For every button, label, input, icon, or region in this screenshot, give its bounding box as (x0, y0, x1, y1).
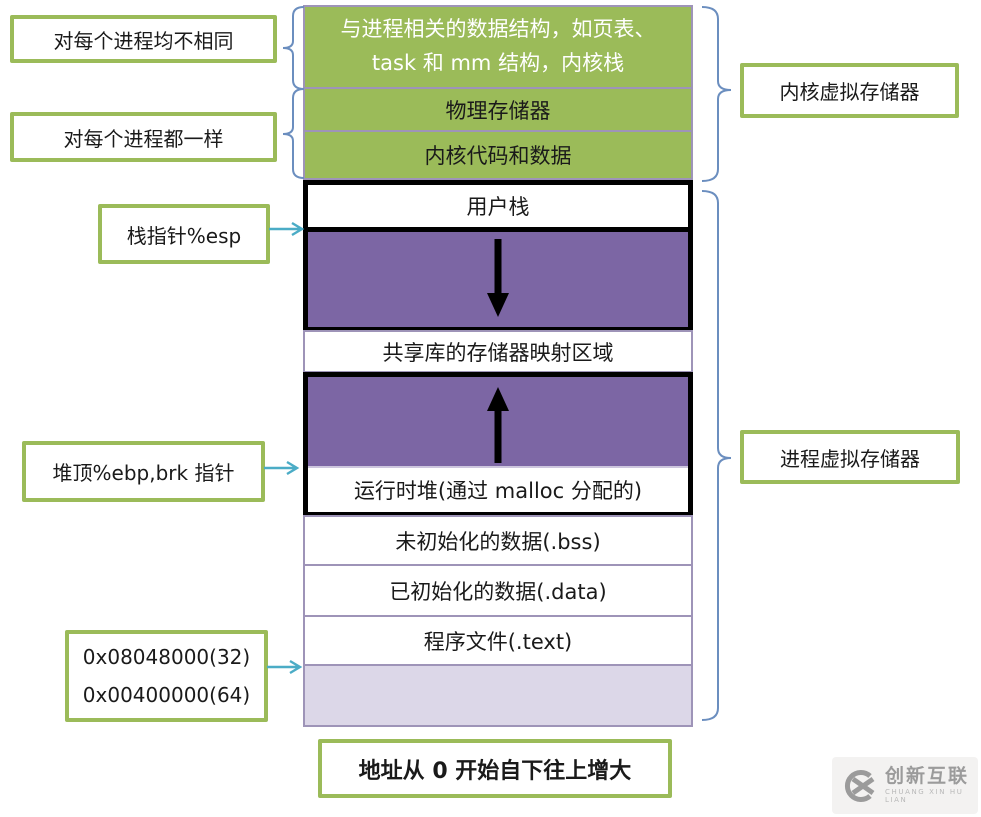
watermark-logo: 创新互联 CHUANG XIN HU LIAN (832, 757, 978, 814)
logo-subtitle: CHUANG XIN HU LIAN (885, 788, 964, 804)
box-data-segment: 已初始化的数据(.data) (303, 564, 693, 617)
heap-top-text: 堆顶%ebp,brk 指针 (52, 461, 235, 485)
text-segment-label: 程序文件(.text) (423, 629, 573, 654)
text-addr-32: 0x08048000(32) (82, 645, 251, 669)
box-shared-lib: 共享库的存储器映射区域 (303, 330, 693, 373)
bss-label: 未初始化的数据(.bss) (395, 529, 601, 554)
label-heap-top-brk: 堆顶%ebp,brk 指针 (22, 441, 265, 502)
kernel-data-line1: 与进程相关的数据结构，如页表、 (340, 17, 656, 42)
label-process-virtual-memory: 进程虚拟存储器 (740, 430, 960, 484)
physical-memory-label: 物理存储器 (445, 98, 551, 123)
label-per-process-different: 对每个进程均不相同 (10, 15, 277, 63)
box-runtime-heap: 运行时堆(通过 malloc 分配的) (303, 372, 693, 517)
data-segment-label: 已初始化的数据(.data) (389, 579, 607, 604)
heap-growth-area (308, 377, 688, 466)
box-kernel-data-structures: 与进程相关的数据结构，如页表、 task 和 mm 结构，内核栈 (303, 5, 693, 89)
label-text-start-address: 0x08048000(32) 0x00400000(64) (65, 630, 268, 722)
user-stack-label: 用户栈 (466, 195, 530, 219)
per-process-diff-text: 对每个进程均不相同 (53, 28, 234, 53)
brk-pointer-arrow-icon (264, 460, 300, 476)
kernel-vm-text: 内核虚拟存储器 (779, 80, 920, 104)
text-start-arrow-icon (267, 659, 303, 675)
esp-pointer-arrow-icon (269, 221, 305, 237)
process-vm-text: 进程虚拟存储器 (780, 446, 920, 471)
label-per-process-same: 对每个进程都一样 (10, 112, 277, 162)
right-brace-process-vm-icon (701, 190, 732, 721)
up-arrow-icon (485, 377, 511, 463)
stack-pointer-text: 栈指针%esp (126, 223, 242, 248)
down-arrow-icon (485, 238, 511, 321)
left-brace-kernel-shared-icon (282, 88, 305, 179)
box-reserved-low (303, 664, 693, 727)
runtime-heap-label-row: 运行时堆(通过 malloc 分配的) (308, 466, 688, 512)
label-kernel-virtual-memory: 内核虚拟存储器 (740, 63, 959, 118)
bottom-note-address-direction: 地址从 0 开始自下往上增大 (318, 739, 672, 798)
text-addr-64: 0x00400000(64) (82, 683, 251, 707)
box-kernel-code: 内核代码和数据 (303, 130, 693, 180)
left-brace-kernel-data-icon (282, 6, 305, 90)
kernel-data-line2: task 和 mm 结构，内核栈 (371, 51, 625, 75)
box-user-stack: 用户栈 (303, 180, 693, 232)
shared-lib-label: 共享库的存储器映射区域 (382, 340, 614, 365)
label-stack-pointer-esp: 栈指针%esp (98, 204, 270, 264)
box-text-segment: 程序文件(.text) (303, 615, 693, 666)
box-bss: 未初始化的数据(.bss) (303, 515, 693, 566)
box-physical-memory: 物理存储器 (303, 87, 693, 132)
logo-text: 创新互联 CHUANG XIN HU LIAN (885, 766, 978, 804)
per-process-same-text: 对每个进程都一样 (63, 126, 224, 151)
bottom-note-text: 地址从 0 开始自下往上增大 (358, 758, 632, 784)
logo-cx-circle-icon (842, 768, 878, 804)
box-stack-growth (303, 227, 693, 332)
logo-name: 创新互联 (885, 765, 970, 788)
runtime-heap-label: 运行时堆(通过 malloc 分配的) (353, 479, 643, 503)
kernel-code-label: 内核代码和数据 (424, 144, 572, 168)
right-brace-kernel-vm-icon (701, 6, 732, 182)
